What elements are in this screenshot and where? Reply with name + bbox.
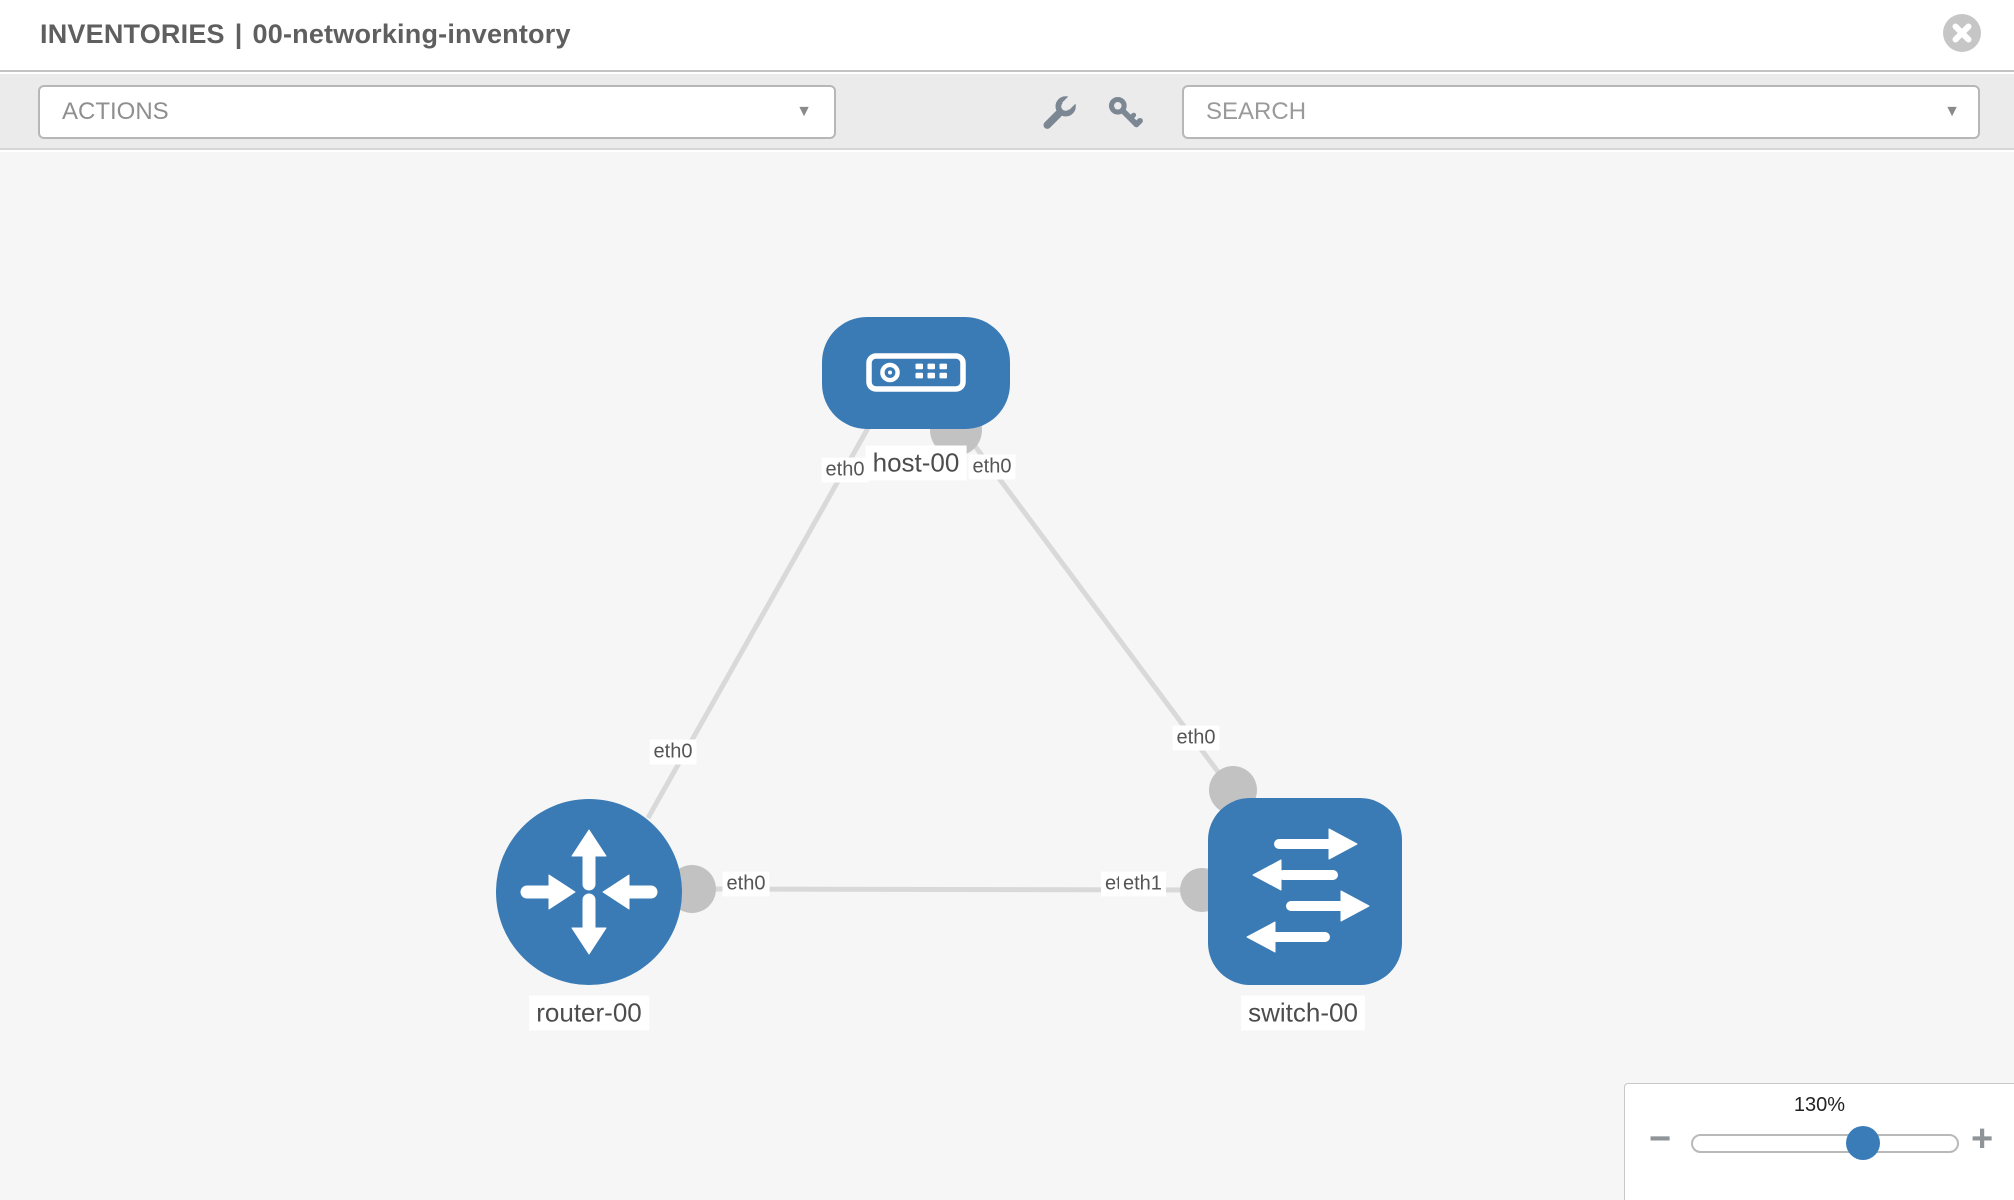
actions-dropdown[interactable]: ACTIONS ▼ <box>38 85 836 139</box>
node-host-00[interactable] <box>822 317 1010 429</box>
search-box[interactable]: ▼ <box>1182 85 1980 139</box>
interface-label: eth0 <box>649 739 697 765</box>
node-label-router: router-00 <box>529 995 649 1031</box>
header: INVENTORIES | 00-networking-inventory <box>0 0 2014 72</box>
interface-label: eth1 <box>1119 871 1166 897</box>
title-separator: | <box>234 19 243 49</box>
interface-label: eth0 <box>968 454 1016 480</box>
wrench-icon[interactable] <box>1040 94 1078 132</box>
toolbar: ACTIONS ▼ <box>0 74 2014 150</box>
host-device-icon <box>866 353 966 392</box>
interface-label: eth0 <box>722 871 770 897</box>
close-icon <box>1943 14 1981 52</box>
interface-label: eth0 <box>821 457 869 483</box>
chevron-down-icon: ▼ <box>1944 103 1960 120</box>
toolbar-tools <box>1040 94 1144 132</box>
zoom-level-label: 130% <box>1793 1094 1846 1116</box>
zoom-slider-track[interactable] <box>1691 1134 1959 1153</box>
zoom-in-button[interactable]: + <box>1971 1118 1994 1160</box>
node-router-00[interactable] <box>496 799 682 985</box>
interface-label: eth0 <box>1172 725 1220 751</box>
search-input[interactable] <box>1202 98 1945 126</box>
node-switch-00[interactable] <box>1208 798 1402 985</box>
topology-canvas[interactable] <box>0 152 2014 1200</box>
switch-arrows-icon <box>1246 828 1370 953</box>
zoom-panel: 130% − + <box>1624 1083 2014 1200</box>
key-icon[interactable] <box>1106 94 1144 132</box>
zoom-out-button[interactable]: − <box>1649 1118 1672 1160</box>
node-label-host: host-00 <box>865 445 967 481</box>
chevron-down-icon: ▼ <box>796 103 812 120</box>
page-title: INVENTORIES | 00-networking-inventory <box>40 19 571 50</box>
zoom-slider-thumb[interactable] <box>1846 1126 1880 1160</box>
node-label-switch: switch-00 <box>1241 995 1365 1031</box>
close-button[interactable] <box>1942 13 1982 53</box>
title-inventory-name: 00-networking-inventory <box>252 19 571 49</box>
title-section: INVENTORIES <box>40 19 225 49</box>
actions-dropdown-label: ACTIONS <box>62 98 169 125</box>
router-arrows-icon <box>520 829 658 955</box>
